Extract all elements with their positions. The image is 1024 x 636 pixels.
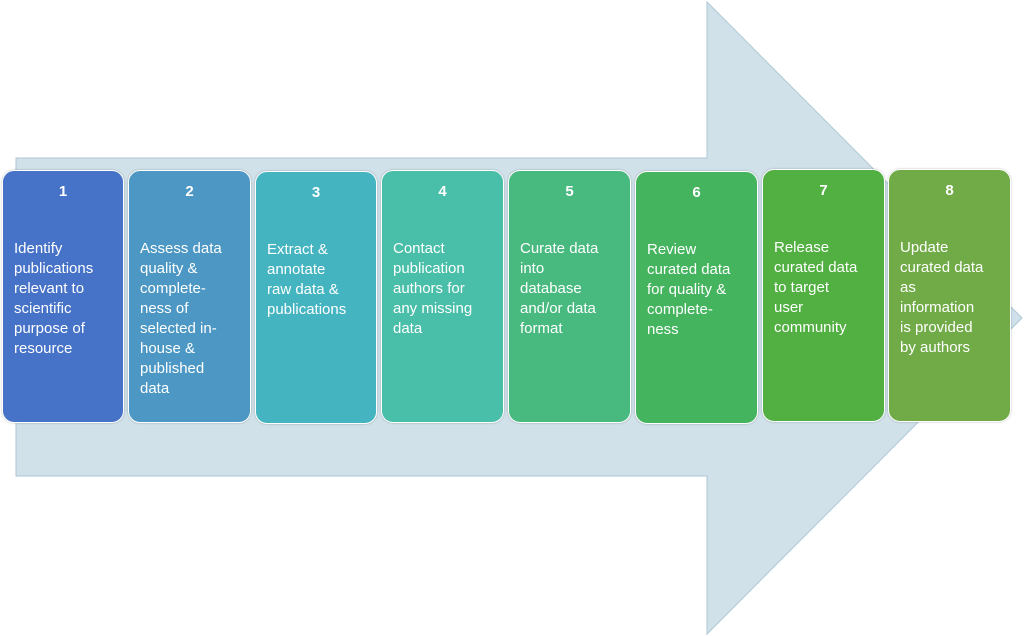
step-description: Identify publications relevant to scient… bbox=[14, 240, 94, 357]
step-1-box: 1 Identify publications relevant to scie… bbox=[2, 170, 124, 423]
step-number: 5 bbox=[565, 183, 574, 200]
step-number: 3 bbox=[311, 184, 321, 201]
step-description: Curate data into database and/or data fo… bbox=[520, 240, 599, 337]
step-number: 8 bbox=[945, 182, 954, 199]
step-number: 2 bbox=[185, 183, 194, 200]
step-description: Review curated data for quality & comple… bbox=[647, 241, 731, 338]
step-6-box: 6 Review curated data for quality & comp… bbox=[635, 171, 758, 424]
step-5-box: 5 Curate data into database and/or data … bbox=[508, 170, 631, 423]
step-description: Extract & annotate raw data & publicatio… bbox=[267, 241, 347, 318]
step-description: Contact publication authors for any miss… bbox=[393, 240, 473, 337]
step-3-box: 3 Extract & annotate raw data & publicat… bbox=[255, 171, 377, 424]
step-number: 6 bbox=[692, 184, 701, 201]
step-number: 7 bbox=[819, 182, 828, 199]
step-2-box: 2 Assess data quality & complete- ness o… bbox=[128, 170, 251, 423]
step-number: 1 bbox=[58, 183, 68, 200]
step-description: Release curated data to target user comm… bbox=[774, 239, 858, 336]
step-4-box: 4 Contact publication authors for any mi… bbox=[381, 170, 504, 423]
step-8-box: 8 Update curated data as information is … bbox=[888, 169, 1011, 422]
step-description: Update curated data as information is pr… bbox=[900, 239, 984, 356]
step-7-box: 7 Release curated data to target user co… bbox=[762, 169, 885, 422]
step-description: Assess data quality & complete- ness of … bbox=[140, 240, 222, 397]
step-number: 4 bbox=[438, 183, 447, 200]
